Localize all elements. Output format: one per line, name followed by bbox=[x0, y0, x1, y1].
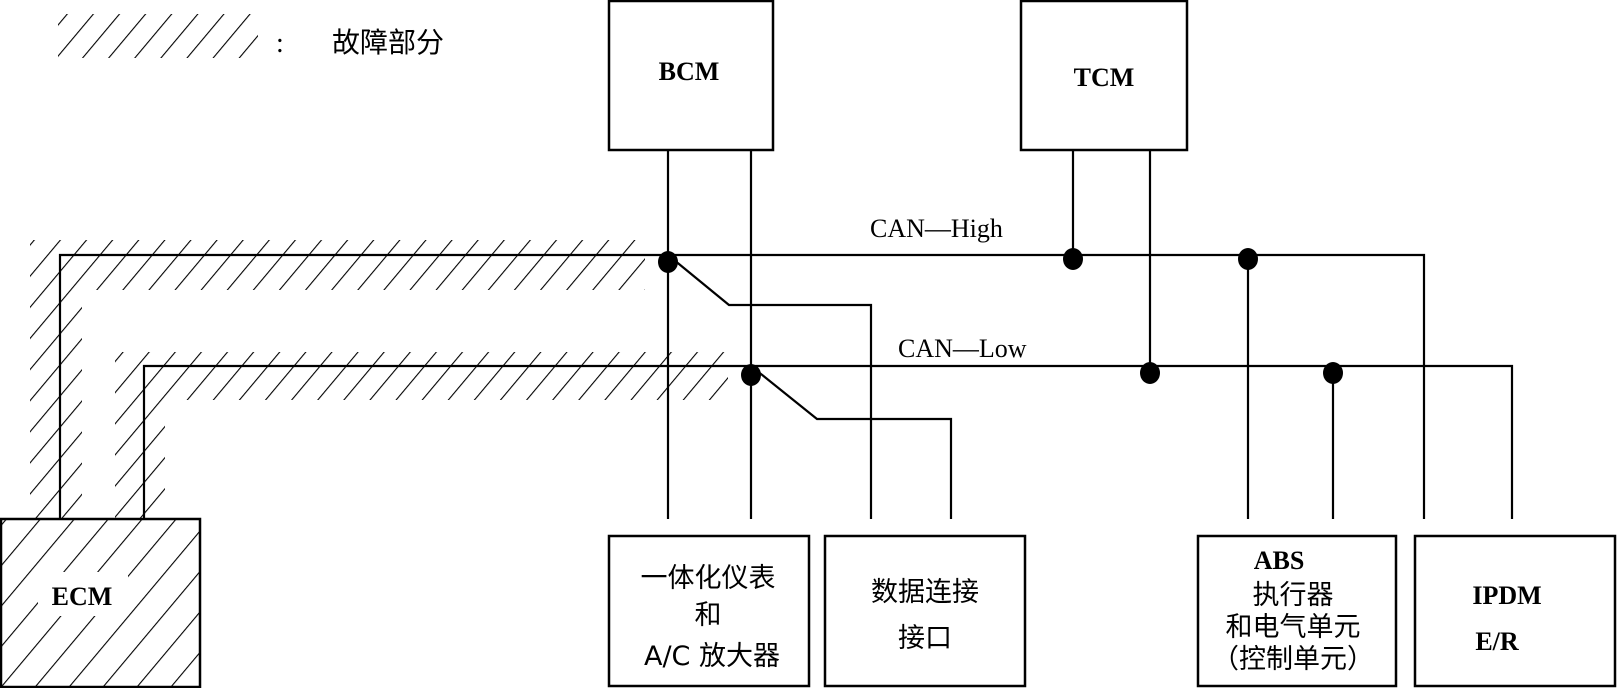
legend-hatch-swatch bbox=[58, 14, 258, 58]
legend-label: 故障部分 bbox=[332, 26, 444, 59]
faulty-area bbox=[30, 240, 728, 519]
can-low-line bbox=[142, 364, 1514, 519]
legend-separator: : bbox=[276, 28, 284, 59]
faulty-harness-low bbox=[115, 352, 728, 519]
node-high-abs bbox=[1238, 248, 1258, 270]
bcm-label: BCM bbox=[659, 57, 720, 86]
can-low-label: CAN—Low bbox=[898, 334, 1027, 363]
bcm-box bbox=[607, 0, 775, 152]
dlc-label-line-1: 数据连接 bbox=[871, 577, 979, 608]
can-high-line bbox=[58, 253, 1426, 519]
ipdm-module[interactable]: IPDM E/R bbox=[1413, 534, 1617, 688]
bcm-module[interactable]: BCM bbox=[607, 0, 775, 152]
abs-box bbox=[1196, 534, 1398, 688]
node-low-tcm bbox=[1140, 362, 1160, 384]
node-high-bcm bbox=[658, 251, 678, 273]
ipdm-label-line-1: IPDM bbox=[1472, 581, 1541, 610]
abs-label-line-1: ABS bbox=[1254, 546, 1305, 575]
dlc-high-wire bbox=[667, 254, 873, 519]
tcm-box bbox=[1019, 0, 1189, 152]
meter-box bbox=[607, 534, 811, 688]
dlc-box bbox=[823, 534, 1027, 688]
wiring bbox=[58, 150, 1514, 519]
faulty-harness-high bbox=[30, 240, 645, 519]
ecm-label-bg bbox=[38, 572, 128, 616]
node-low-bcm bbox=[741, 364, 761, 386]
meter-label-line-2: 和 bbox=[695, 600, 722, 631]
can-high-label: CAN—High bbox=[870, 214, 1003, 243]
tcm-module[interactable]: TCM bbox=[1019, 0, 1189, 152]
ecm-label: ECM bbox=[52, 582, 113, 611]
meter-module[interactable]: 一体化仪表 和 A/C 放大器 bbox=[607, 534, 811, 688]
node-low-abs bbox=[1323, 362, 1343, 384]
meter-label-line-3: A/C 放大器 bbox=[644, 641, 780, 672]
ipdm-box bbox=[1413, 534, 1617, 688]
abs-label-line-4: （控制单元） bbox=[1212, 644, 1374, 675]
dlc-module[interactable]: 数据连接 接口 bbox=[823, 534, 1027, 688]
dlc-label-line-2: 接口 bbox=[898, 623, 952, 654]
ecm-module[interactable]: ECM bbox=[0, 517, 202, 688]
abs-label-line-3: 和电气单元 bbox=[1226, 612, 1361, 643]
junctions bbox=[658, 248, 1343, 386]
ipdm-label-line-2: E/R bbox=[1475, 627, 1519, 656]
meter-label-line-1: 一体化仪表 bbox=[641, 563, 776, 594]
node-high-tcm bbox=[1063, 248, 1083, 270]
tcm-label: TCM bbox=[1074, 63, 1135, 92]
abs-module[interactable]: ABS 执行器 和电气单元 （控制单元） bbox=[1196, 534, 1398, 688]
abs-label-line-2: 执行器 bbox=[1253, 580, 1334, 611]
dlc-low-wire bbox=[750, 365, 953, 519]
legend: : 故障部分 bbox=[58, 14, 444, 59]
